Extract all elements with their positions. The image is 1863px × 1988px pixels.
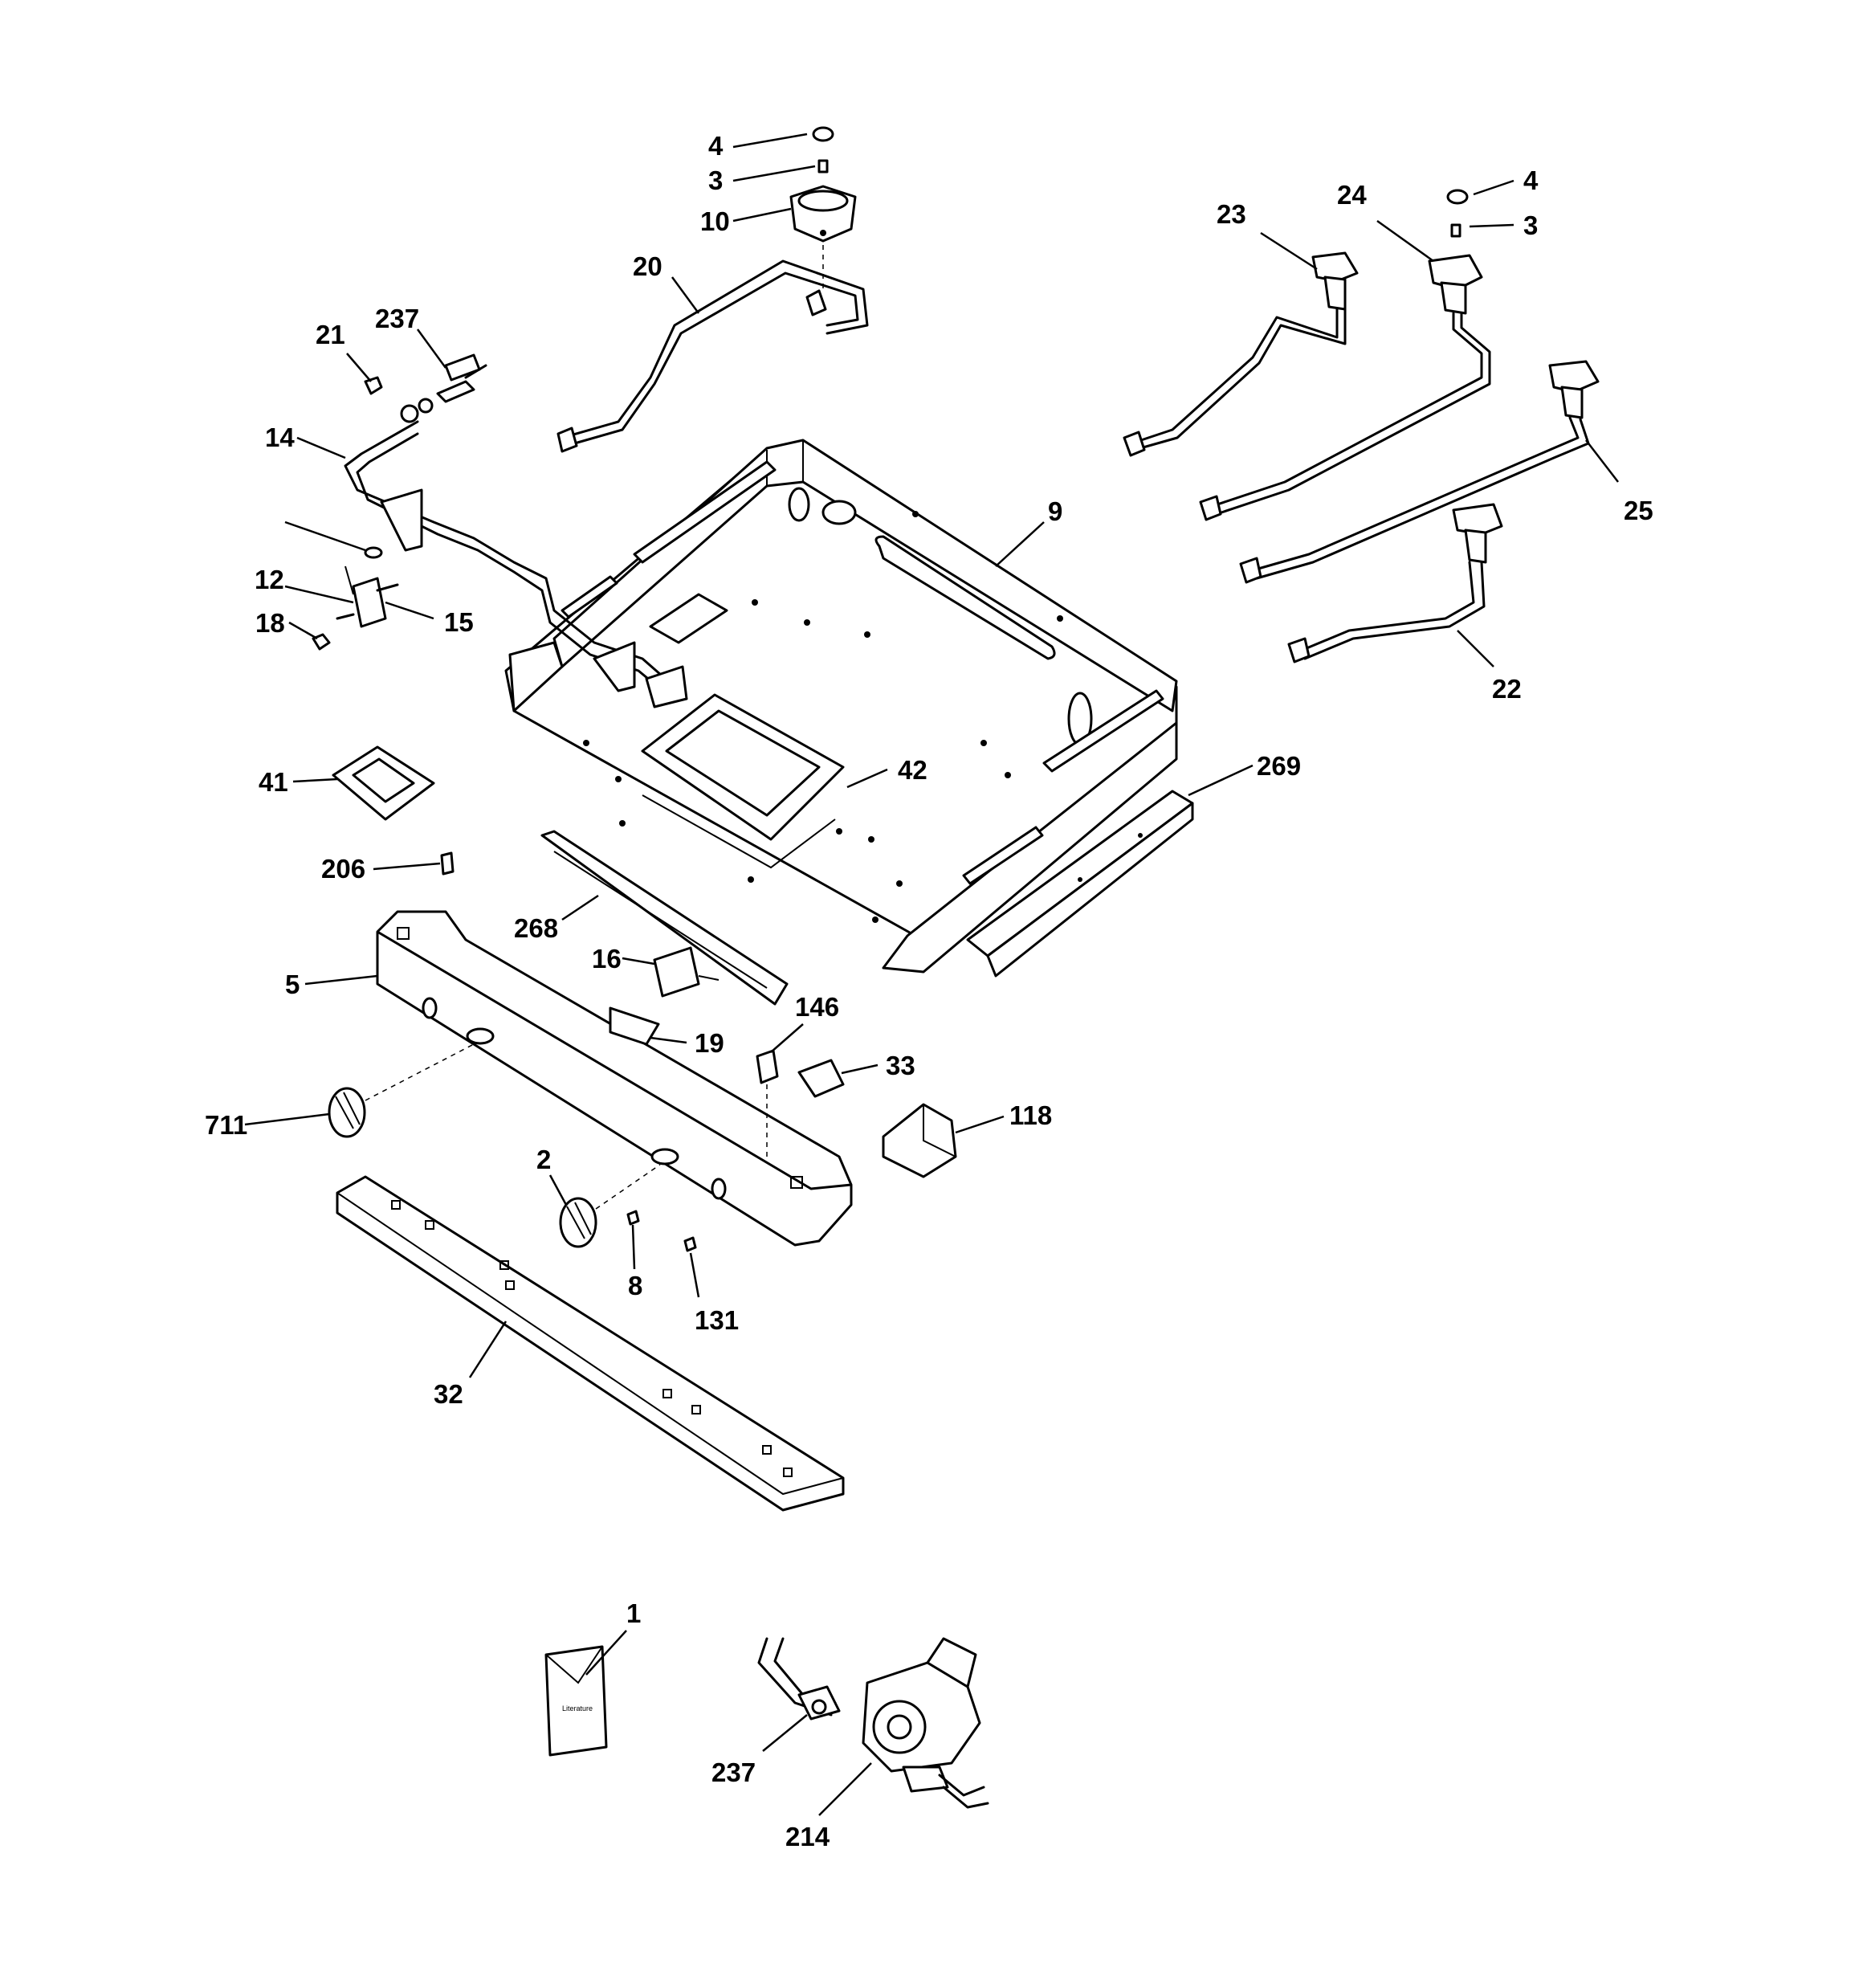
washer-unlabeled	[364, 546, 383, 559]
valve-part-12-15	[336, 565, 399, 628]
label-part-214: 214	[785, 1822, 830, 1851]
burner-valve-part-22	[1287, 503, 1503, 663]
label-part-269: 269	[1257, 751, 1301, 781]
label-part-8: 8	[628, 1271, 642, 1300]
label-part-18: 18	[255, 608, 285, 638]
label-part-20: 20	[633, 251, 662, 281]
nut-part-4-top	[812, 126, 834, 142]
control-panel-part-5	[376, 910, 853, 1247]
pad-part-41	[332, 745, 435, 821]
strip-part-268	[540, 830, 789, 1006]
label-part-33: 33	[886, 1051, 915, 1080]
label-part-4-right: 4	[1523, 165, 1539, 195]
label-part-3-right: 3	[1523, 210, 1538, 240]
label-part-9: 9	[1048, 496, 1062, 526]
part-labels: 4 3 10 20 21 237 14 12 15 18 9 23 24 4 3…	[205, 131, 1653, 1851]
fitting-part-237-top	[444, 353, 481, 382]
burner-valve-part-24	[1199, 189, 1491, 521]
label-part-237-top: 237	[375, 304, 419, 333]
label-part-15: 15	[444, 607, 474, 637]
bracket-part-19	[609, 1006, 660, 1046]
switch-part-33	[797, 1059, 845, 1098]
label-part-206: 206	[321, 854, 365, 884]
leader-lines	[244, 133, 1619, 1816]
burner-box-part-9	[504, 439, 1178, 974]
label-part-14: 14	[265, 423, 295, 452]
literature-part-1: Literature	[544, 1645, 608, 1757]
label-part-41: 41	[259, 767, 288, 797]
label-part-12: 12	[255, 565, 284, 594]
label-part-2: 2	[536, 1145, 551, 1174]
label-part-42: 42	[898, 755, 927, 785]
label-part-131: 131	[695, 1305, 739, 1335]
clip-part-146	[756, 1049, 779, 1161]
burner-head-part-10	[789, 185, 857, 243]
angle-strip-part-269	[966, 790, 1194, 978]
label-part-22: 22	[1492, 674, 1522, 704]
screw-part-206	[440, 851, 455, 876]
label-part-711: 711	[205, 1110, 247, 1140]
screw-part-3-top	[817, 159, 829, 173]
switch-part-16	[653, 946, 720, 998]
burner-valve-part-25	[1239, 360, 1600, 584]
label-part-25: 25	[1624, 496, 1653, 525]
label-part-19: 19	[695, 1028, 724, 1058]
tube-part-20	[556, 245, 869, 453]
fitting-part-21	[364, 376, 383, 395]
label-part-146: 146	[795, 992, 839, 1022]
regulator-part-214	[757, 1637, 989, 1809]
manifold-part-14	[344, 364, 688, 708]
block-part-118	[882, 1103, 957, 1178]
knob-part-711	[328, 1043, 475, 1138]
label-part-24: 24	[1337, 180, 1367, 210]
label-part-118: 118	[1009, 1100, 1052, 1130]
screw-part-131	[683, 1236, 697, 1252]
label-part-3-top: 3	[708, 165, 723, 195]
label-part-4-top: 4	[708, 131, 724, 161]
fitting-part-237-bottom	[811, 1699, 827, 1715]
label-part-23: 23	[1217, 199, 1246, 229]
label-part-32: 32	[434, 1379, 463, 1409]
label-part-16: 16	[592, 944, 622, 974]
screw-part-8	[626, 1210, 640, 1226]
burner-valve-part-23	[1123, 251, 1359, 457]
label-part-5: 5	[285, 970, 300, 999]
label-part-1: 1	[626, 1598, 641, 1628]
label-part-268: 268	[514, 913, 558, 943]
label-part-10: 10	[700, 206, 730, 236]
label-part-21: 21	[316, 320, 345, 349]
trim-part-32	[336, 1175, 845, 1512]
knob-part-2	[559, 1164, 661, 1248]
frame-part-42	[641, 693, 845, 869]
svg-text:Literature: Literature	[562, 1704, 593, 1712]
label-part-237-bottom: 237	[711, 1757, 756, 1787]
